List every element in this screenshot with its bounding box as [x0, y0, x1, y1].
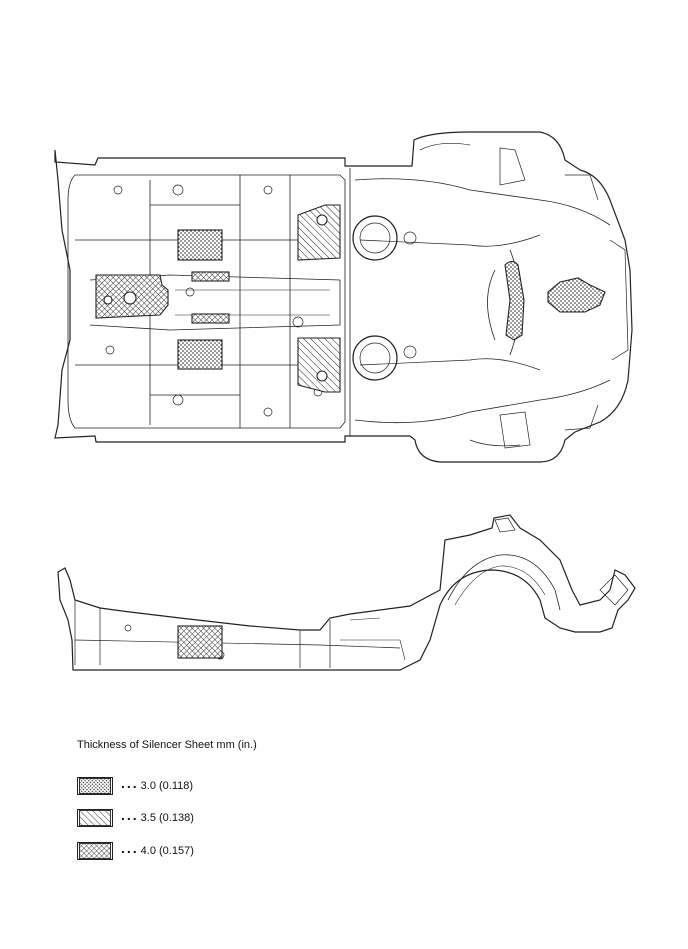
legend-item-4-0: ... 4.0 (0.157) — [77, 840, 194, 861]
legend-title: Thickness of Silencer Sheet mm (in.) — [77, 739, 257, 751]
legend-item-3-5: ... 3.5 (0.138) — [77, 807, 194, 828]
silencer-sheet-side — [177, 625, 223, 659]
legend-separator: ... — [121, 807, 139, 823]
legend-label: 3.5 (0.138) — [140, 812, 194, 824]
underbody-top-view — [54, 131, 633, 463]
legend-label: 3.0 (0.118) — [140, 780, 194, 792]
hatch-pattern-swatch — [77, 809, 113, 827]
silencer-sheets-top — [95, 204, 606, 393]
legend-label: 4.0 (0.157) — [140, 845, 194, 857]
legend-separator: ... — [121, 775, 139, 791]
legend-item-3-0: ... 3.0 (0.118) — [77, 775, 194, 796]
legend-separator: ... — [121, 840, 139, 856]
crosshatch-pattern-swatch — [77, 842, 113, 860]
body-side-view — [57, 514, 636, 671]
dotted-pattern-swatch — [77, 777, 113, 795]
